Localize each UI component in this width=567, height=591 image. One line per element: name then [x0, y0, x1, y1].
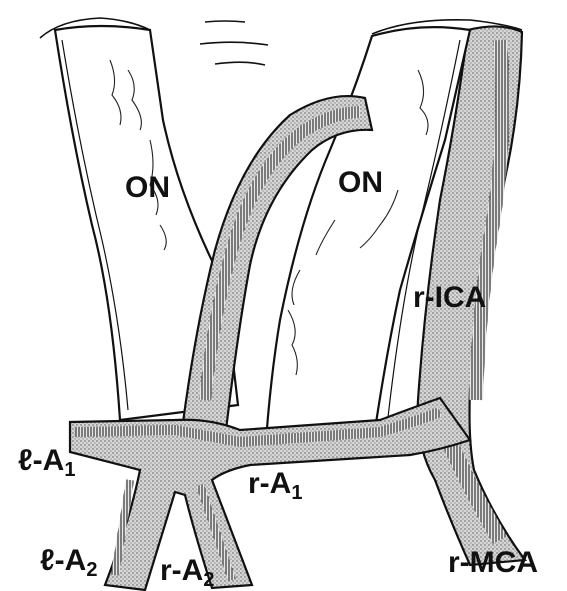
l-a2-label: ℓ-A2 — [40, 544, 97, 581]
r-a1-label-sub: 1 — [291, 482, 302, 504]
optic-nerve-left-label: ON — [125, 171, 170, 204]
l-a1-label-sub: 1 — [64, 459, 75, 481]
l-a2-label-sub: 2 — [86, 559, 97, 581]
r-a2-label-main: r-A — [160, 554, 203, 587]
r-ica-label: r-ICA — [413, 281, 486, 314]
l-a2-label-main: ℓ-A — [40, 544, 86, 577]
r-mca-label: r-MCA — [448, 546, 538, 579]
l-a1-label-main: ℓ-A — [18, 444, 64, 477]
r-a1-label-main: r-A — [248, 467, 291, 500]
r-a1-label: r-A1 — [248, 467, 302, 504]
l-a1-label: ℓ-A1 — [18, 444, 75, 481]
optic-nerve-right-label: ON — [338, 166, 383, 199]
r-a2-label-sub: 2 — [203, 569, 214, 591]
